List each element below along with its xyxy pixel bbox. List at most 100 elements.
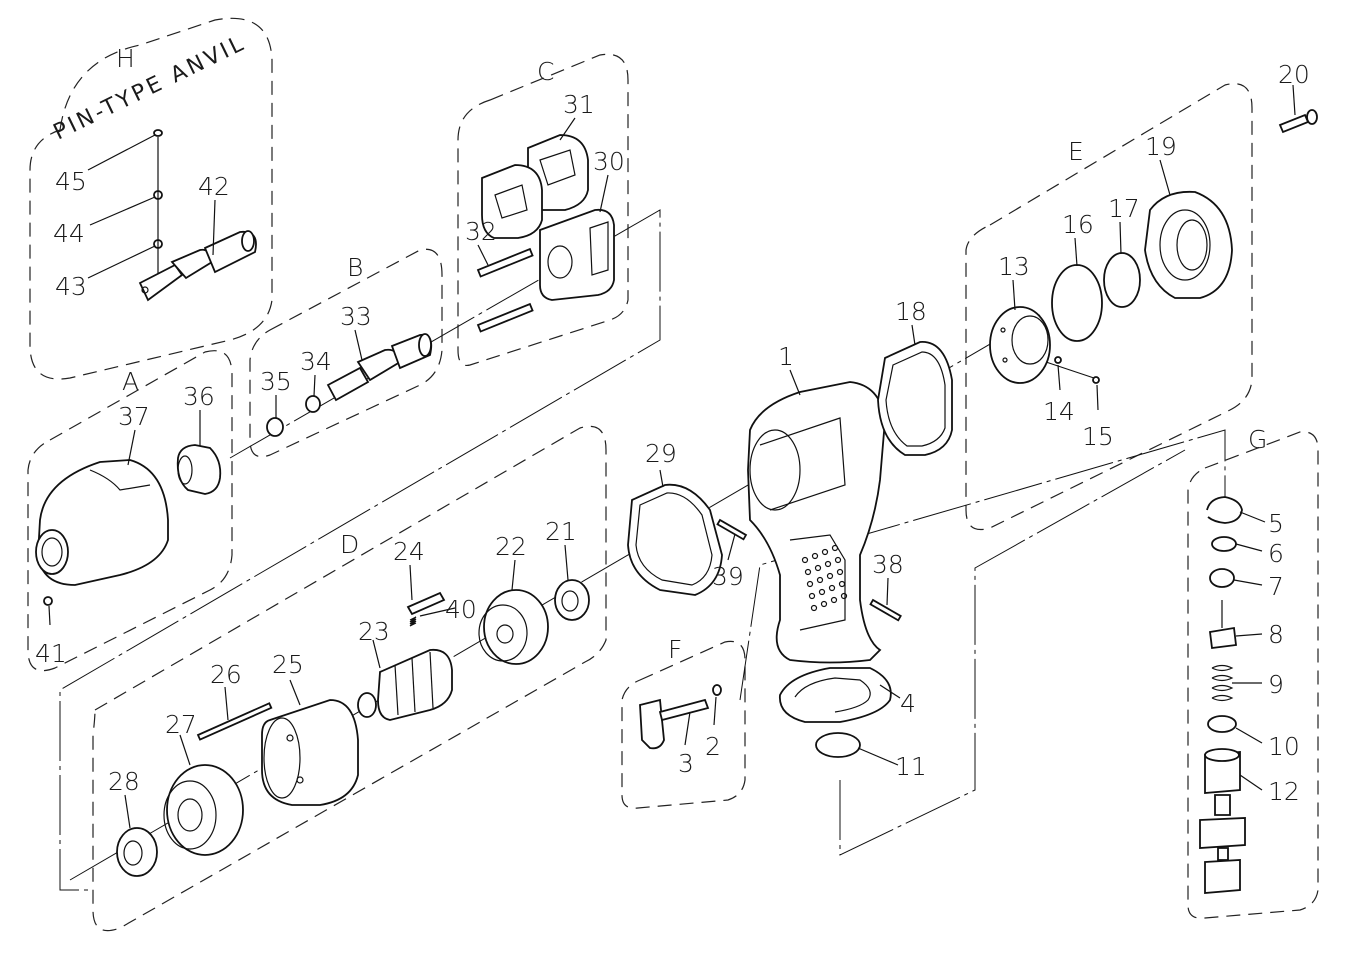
part-label-23: 23 <box>358 617 390 646</box>
part-label-33: 33 <box>340 302 372 331</box>
part-39-leader <box>727 533 736 561</box>
part-27-leader <box>179 734 191 766</box>
part-label-18: 18 <box>895 297 927 326</box>
part-label-15: 15 <box>1082 422 1114 451</box>
group-c: C 31 30 32 <box>465 57 625 333</box>
part-label-32: 32 <box>465 217 497 246</box>
part-5-leader <box>1239 511 1266 523</box>
part-label-41: 41 <box>35 639 67 668</box>
part-10-o-ring <box>1207 715 1237 733</box>
part-39-pin <box>716 518 748 541</box>
part-19-end-cap <box>1144 190 1233 299</box>
part-26-leader <box>224 686 229 721</box>
group-e: E 13 16 17 19 20 14 15 <box>989 60 1318 451</box>
part-32-pin-b <box>476 302 534 333</box>
part-33-leader <box>354 329 363 361</box>
group-c-outline <box>457 53 629 367</box>
part-label-36: 36 <box>183 382 215 411</box>
part-4-base <box>779 667 892 723</box>
part-3-leader <box>684 711 691 746</box>
part-25-leader <box>289 679 301 706</box>
part-label-29: 29 <box>645 439 677 468</box>
part-17-leader <box>1119 221 1122 255</box>
axis-grip <box>739 429 1226 701</box>
part-label-3: 3 <box>678 749 694 778</box>
part-24-leader <box>409 564 413 601</box>
part-23-leader <box>372 639 381 669</box>
group-h-outline <box>29 17 273 380</box>
part-label-5: 5 <box>1268 509 1284 538</box>
part-42-anvil <box>138 230 257 302</box>
part-label-34: 34 <box>300 347 332 376</box>
part-21-bearing <box>554 579 590 621</box>
part-8-leader <box>1235 633 1263 637</box>
part-40-leader <box>419 607 456 617</box>
part-42-leader <box>212 199 216 256</box>
part-41-screw <box>43 596 53 606</box>
part-16-leader <box>1074 237 1078 267</box>
part-15-leader <box>1096 384 1099 411</box>
part-label-13: 13 <box>998 252 1030 281</box>
group-d: D <box>108 517 590 877</box>
part-label-20: 20 <box>1278 60 1310 89</box>
part-20-screw <box>1278 109 1318 134</box>
part-27-rear-plate <box>163 764 244 856</box>
part-label-12: 12 <box>1268 777 1300 806</box>
part-13-leader <box>1012 279 1016 311</box>
part-2-leader <box>713 696 717 726</box>
part-label-40: 40 <box>445 595 477 624</box>
part-label-4: 4 <box>900 689 916 718</box>
part-4-leader <box>879 684 901 699</box>
part-7-seal <box>1209 568 1235 588</box>
pin-type-anvil-title: PIN-TYPE ANVIL <box>50 31 250 146</box>
group-a-outline <box>27 350 233 672</box>
part-14-leader <box>1057 364 1061 391</box>
part-11-ring <box>815 732 861 758</box>
group-d-outline <box>92 425 607 932</box>
part-36-bushing <box>176 444 222 495</box>
part-20-leader <box>1292 84 1296 116</box>
part-1-housing: 1 <box>747 342 886 664</box>
part-45-leader <box>87 134 156 171</box>
part-16-o-ring <box>1051 264 1103 342</box>
part-22-front-plate <box>478 589 549 665</box>
part-25-cylinder <box>261 699 359 806</box>
part-label-10: 10 <box>1268 732 1300 761</box>
part-6-leader <box>1235 543 1263 552</box>
part-41-leader <box>48 605 51 626</box>
part-32-leader <box>477 244 489 266</box>
part-label-1: 1 <box>778 342 794 371</box>
part-label-14: 14 <box>1043 397 1075 426</box>
group-outlines <box>27 17 1319 932</box>
group-f-outline <box>621 640 746 809</box>
part-label-16: 16 <box>1062 210 1094 239</box>
part-label-9: 9 <box>1268 670 1284 699</box>
part-34-leader <box>313 374 316 397</box>
part-21-leader <box>564 544 569 581</box>
part-label-11: 11 <box>895 752 927 781</box>
grip-texture <box>801 544 848 612</box>
part-28-bearing <box>116 827 158 877</box>
part-38-pin <box>869 598 902 622</box>
group-label-c: C <box>537 57 554 86</box>
part-30-leader <box>599 174 609 213</box>
group-b: B 33 34 35 <box>260 253 433 437</box>
part-label-7: 7 <box>1268 572 1284 601</box>
group-h: H PIN-TYPE ANVIL 45 44 43 42 <box>50 31 257 302</box>
part-label-6: 6 <box>1268 539 1284 568</box>
part-44-leader <box>89 196 156 226</box>
part-7-leader <box>1233 579 1263 586</box>
group-label-g: G <box>1248 425 1267 454</box>
part-19-leader <box>1159 159 1171 196</box>
part-45-pin <box>153 129 163 137</box>
group-g-outline <box>1187 431 1319 919</box>
part-30-hammer-cage <box>539 208 615 301</box>
group-label-d: D <box>340 530 359 559</box>
part-label-19: 19 <box>1145 132 1177 161</box>
part-38-leader <box>886 577 889 606</box>
part-label-27: 27 <box>165 710 197 739</box>
part-29-gasket: 29 <box>627 439 723 596</box>
part-37-leader <box>127 429 136 466</box>
part-13-back-plate <box>989 306 1051 384</box>
